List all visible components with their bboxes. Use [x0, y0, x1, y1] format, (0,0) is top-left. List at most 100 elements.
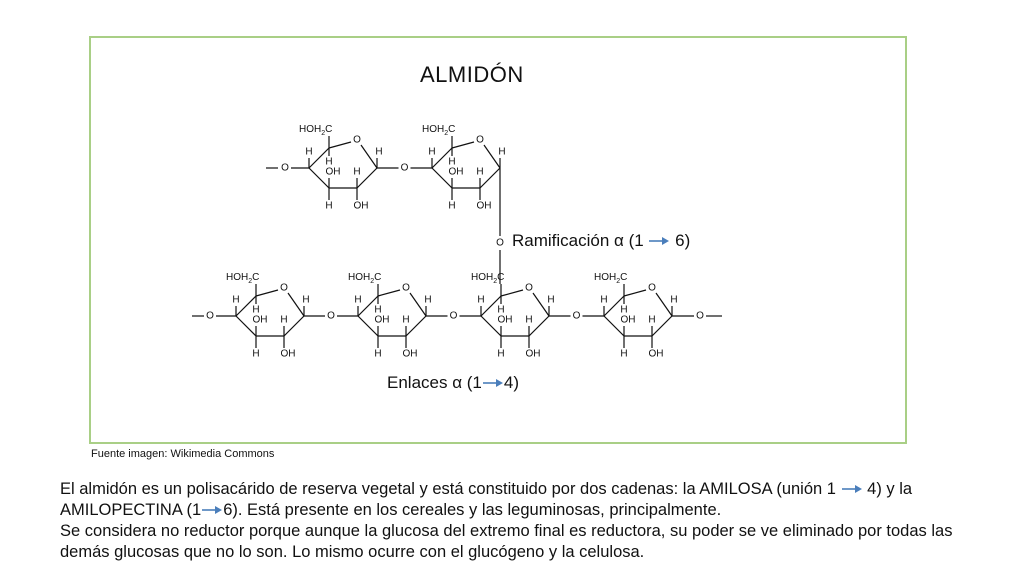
hydrogen-label: H: [525, 315, 532, 326]
ring-bond: [651, 315, 673, 337]
hydrogen-label: H: [476, 167, 483, 178]
hydroxyl-label: OH: [649, 349, 664, 360]
glycosidic-oxygen-label: O: [206, 311, 214, 322]
glycosidic-oxygen-label: O: [696, 311, 704, 322]
glycosidic-oxygen-label: O: [573, 311, 581, 322]
ring-bond: [357, 295, 379, 317]
ring-oxygen-label: O: [525, 283, 533, 294]
ring-bond: [479, 167, 501, 189]
branch-oxygen-label: O: [496, 238, 504, 249]
hydrogen-label: H: [620, 305, 627, 316]
hydrogen-label: H: [402, 315, 409, 326]
hydroxyl-label: OH: [477, 201, 492, 212]
hydroxyl-label: OH: [498, 315, 513, 326]
hydrogen-label: H: [354, 295, 361, 306]
links-label-end: 4): [503, 373, 519, 392]
ring-bond: [431, 167, 453, 189]
hydrogen-label: H: [374, 305, 381, 316]
ramification-label-start: Ramificación α (1: [512, 231, 644, 250]
ring-bond: [532, 292, 550, 317]
image-source: Fuente imagen: Wikimedia Commons: [91, 448, 275, 460]
hydroxyl-label: OH: [449, 167, 464, 178]
glycosidic-oxygen-label: O: [401, 163, 409, 174]
hydrogen-label: H: [424, 295, 431, 306]
ring-oxygen-label: O: [280, 283, 288, 294]
slide-title: ALMIDÓN: [420, 62, 524, 87]
ring-bond: [603, 315, 625, 337]
paragraph-1-part-a: El almidón es un polisacárido de reserva…: [60, 480, 836, 498]
hydrogen-label: H: [302, 295, 309, 306]
hydrogen-label: H: [428, 147, 435, 158]
hydrogen-label: H: [648, 315, 655, 326]
paragraph-1: El almidón es un polisacárido de reserva…: [60, 479, 980, 521]
paragraph-1-part-b: 4) y la AMILOPECTINA (1: [60, 480, 913, 519]
ring-bond: [377, 289, 401, 297]
ring-oxygen-label: O: [353, 135, 361, 146]
hydrogen-label: H: [280, 315, 287, 326]
paragraph-2: Se considera no reductor porque aunque l…: [60, 522, 953, 561]
arrow-icon: [841, 485, 862, 493]
hydrogen-label: H: [477, 295, 484, 306]
ring-oxygen-label: O: [476, 135, 484, 146]
hydroxyl-label: OH: [354, 201, 369, 212]
hydroxyl-label: OH: [281, 349, 296, 360]
figure-frame: [89, 36, 907, 444]
hoh2c-label: HOH2C: [422, 124, 455, 137]
hoh2c-label: HOH2C: [299, 124, 332, 137]
hydrogen-label: H: [375, 147, 382, 158]
ring-bond: [451, 141, 475, 149]
glycosidic-oxygen-label: O: [450, 311, 458, 322]
ring-bond: [360, 144, 378, 169]
glycosidic-oxygen-label: O: [327, 311, 335, 322]
hydrogen-label: H: [353, 167, 360, 178]
hoh2c-label: HOH2C: [348, 272, 381, 285]
hoh2c-label: HOH2C: [594, 272, 627, 285]
hydrogen-label: H: [252, 305, 259, 316]
ring-bond: [409, 292, 427, 317]
hydrogen-label: H: [305, 147, 312, 158]
hoh2c-label: HOH2C: [226, 272, 259, 285]
hydrogen-label: H: [232, 295, 239, 306]
ring-oxygen-label: O: [402, 283, 410, 294]
hydrogen-label: H: [448, 157, 455, 168]
glycosidic-oxygen-label: O: [281, 163, 289, 174]
hydroxyl-label: OH: [526, 349, 541, 360]
hydrogen-label: H: [620, 349, 627, 360]
ramification-label: Ramificación α (1 6): [512, 231, 690, 251]
ring-bond: [480, 295, 502, 317]
arrow-icon: [202, 506, 223, 514]
description: El almidón es un polisacárido de reserva…: [60, 479, 980, 563]
ring-bond: [308, 167, 330, 189]
ring-bond: [500, 289, 524, 297]
ring-bond: [483, 144, 501, 169]
hydrogen-label: H: [374, 349, 381, 360]
ring-bond: [603, 295, 625, 317]
hydroxyl-label: OH: [253, 315, 268, 326]
hydrogen-label: H: [498, 147, 505, 158]
ring-bond: [431, 147, 453, 169]
paragraph-1-part-c: 6). Está presente en los cereales y las …: [223, 501, 722, 519]
arrow-icon: [649, 237, 670, 245]
ring-bond: [283, 315, 305, 337]
hydroxyl-label: OH: [326, 167, 341, 178]
hydrogen-label: H: [497, 349, 504, 360]
links-label: Enlaces α (1 4): [387, 373, 519, 393]
ring-oxygen-label: O: [648, 283, 656, 294]
hydrogen-label: H: [497, 305, 504, 316]
ring-bond: [405, 315, 427, 337]
ring-bond: [235, 315, 257, 337]
ring-bond: [356, 167, 378, 189]
ring-bond: [255, 289, 279, 297]
ring-bond: [528, 315, 550, 337]
ring-bond: [623, 289, 647, 297]
hydroxyl-label: OH: [621, 315, 636, 326]
hydrogen-label: H: [547, 295, 554, 306]
links-label-start: Enlaces α (1: [387, 373, 482, 392]
ring-bond: [235, 295, 257, 317]
hydroxyl-label: OH: [403, 349, 418, 360]
hydrogen-label: H: [325, 157, 332, 168]
hydrogen-label: H: [600, 295, 607, 306]
hydrogen-label: H: [670, 295, 677, 306]
hydrogen-label: H: [325, 201, 332, 212]
